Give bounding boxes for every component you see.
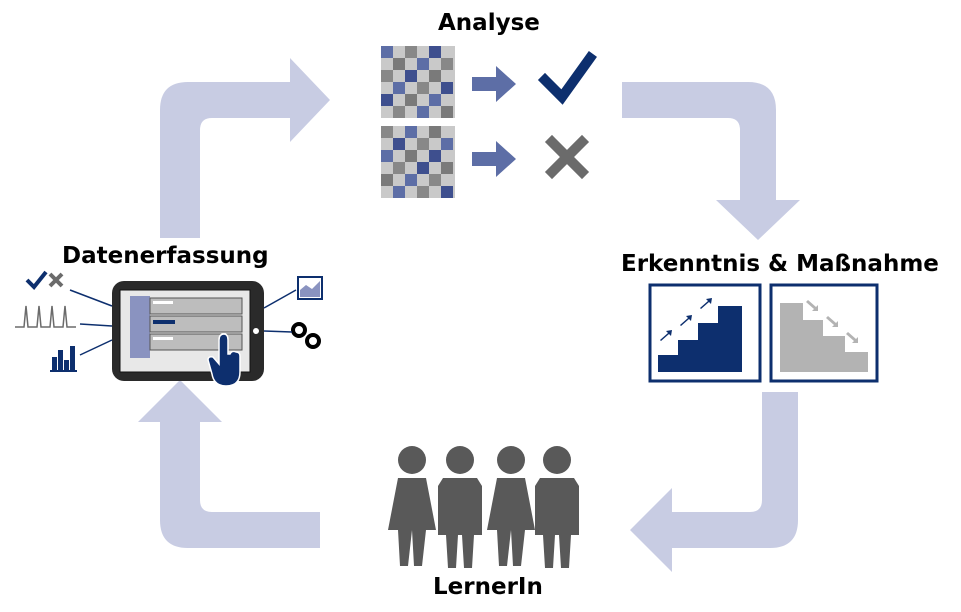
small-arrow-bottom xyxy=(472,141,516,177)
erkenntnis-section xyxy=(648,283,879,383)
rising-stairs-icon xyxy=(648,283,762,383)
signal-wave-icon xyxy=(15,305,76,328)
person-2 xyxy=(438,446,482,568)
arrow-analyse-to-erkenntnis xyxy=(622,82,800,240)
checkerboard-top xyxy=(381,46,455,118)
small-arrow-top xyxy=(472,66,516,102)
datenerfassung-label: Datenerfassung xyxy=(62,243,269,269)
cross-icon xyxy=(544,134,590,180)
analyse-section xyxy=(381,46,597,198)
bar-chart-icon xyxy=(50,346,77,372)
checkerboard-bottom xyxy=(381,126,455,198)
check-icon xyxy=(537,51,597,105)
connector-lines xyxy=(69,289,297,356)
person-4 xyxy=(535,446,579,568)
tablet-icon xyxy=(112,281,264,387)
datenerfassung-section xyxy=(15,270,323,387)
person-3 xyxy=(487,446,535,566)
falling-stairs-icon xyxy=(769,283,879,383)
erkenntnis-label: Erkenntnis & Maßnahme xyxy=(621,251,939,277)
arrow-lerner-to-datenerfassung xyxy=(138,380,320,548)
cycle-arrows xyxy=(138,58,800,572)
person-1 xyxy=(388,446,436,566)
check-cross-mini-icon xyxy=(25,270,64,290)
people-group-icon xyxy=(388,446,579,568)
lerner-label: LernerIn xyxy=(433,574,543,600)
pointing-hand-icon xyxy=(207,333,241,387)
area-chart-icon xyxy=(297,276,323,300)
arrow-datenerfassung-to-analyse xyxy=(160,58,330,238)
location-pins-icon xyxy=(291,322,321,349)
analyse-label: Analyse xyxy=(438,10,540,36)
arrow-erkenntnis-to-lerner xyxy=(630,392,798,572)
